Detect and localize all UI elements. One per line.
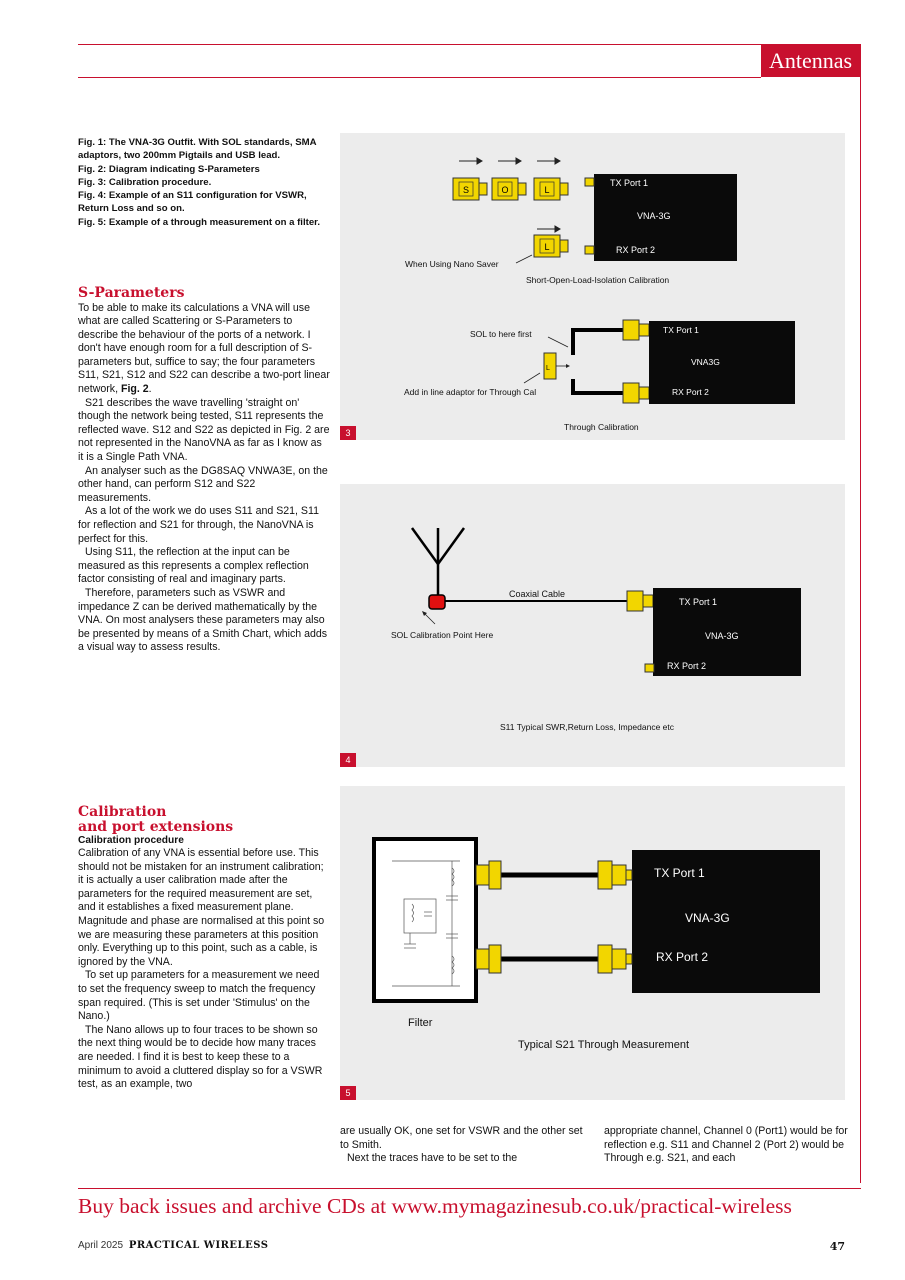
calibration-heading-2: and port extensions xyxy=(78,818,234,835)
rx-port-label: RX Port 2 xyxy=(656,950,708,964)
calibration-heading-1: Calibration xyxy=(78,804,167,820)
page-number: 47 xyxy=(829,1240,845,1253)
back-issues-banner[interactable]: Buy back issues and archive CDs at www.m… xyxy=(78,1194,792,1218)
tx-cable-connector xyxy=(622,319,640,341)
caption-fig5: Fig. 5: Example of a through measurement… xyxy=(78,216,321,228)
tx-port-label-2: TX Port 1 xyxy=(663,325,699,335)
fig2-reference: Fig. 2 xyxy=(120,383,149,396)
sparams-paragraph-6: Therefore, parameters such as VSWR and i… xyxy=(78,586,328,654)
sol-here-label: SOL to here first xyxy=(470,329,532,339)
conn-s-label: S xyxy=(463,185,469,195)
caption-fig1: Fig. 1: The VNA-3G Outfit. With SOL stan… xyxy=(78,137,317,162)
figure-captions: Fig. 1: The VNA-3G Outfit. With SOL stan… xyxy=(78,136,330,229)
sol-connector-o: O xyxy=(491,177,527,201)
calibration-paragraph-3: The Nano allows up to four traces to be … xyxy=(78,1023,323,1091)
figure-5-number: 5 xyxy=(340,1086,356,1100)
figure-5-panel: TX Port 1 VNA-3G RX Port 2 Filter Typica… xyxy=(340,786,845,1100)
sol-point-label: SOL Calibration Point Here xyxy=(391,630,493,640)
nano-saver-label: When Using Nano Saver xyxy=(405,259,499,269)
rx-port-stub xyxy=(644,663,655,673)
tx-port-label: TX Port 1 xyxy=(610,178,648,188)
sol-connector-s: S xyxy=(452,177,488,201)
rx-port-2 xyxy=(584,245,595,255)
figure-5-diagram: TX Port 1 VNA-3G RX Port 2 Filter Typica… xyxy=(372,837,820,1051)
caption-fig3: Fig. 3: Calibration procedure. xyxy=(78,176,212,188)
bottom-col2-paragraph-2: Next the traces have to be set to the xyxy=(347,1152,518,1164)
sparams-paragraph-2: S21 describes the wave travelling 'strai… xyxy=(78,396,330,464)
page-border-right xyxy=(860,44,861,1183)
rx-connector xyxy=(597,944,613,974)
header-underline xyxy=(78,77,761,78)
vna-label: VNA-3G xyxy=(637,211,671,221)
bottom-column-3: appropriate channel, Channel 0 (Port1) w… xyxy=(604,1125,852,1166)
rx-port-label-2: RX Port 2 xyxy=(672,387,709,397)
fig3-title-2: Through Calibration xyxy=(564,422,639,432)
tx-port-label: TX Port 1 xyxy=(679,597,717,607)
sparams-paragraph-5: Using S11, the reflection at the input c… xyxy=(78,546,309,586)
fig5-title: Typical S21 Through Measurement xyxy=(518,1039,689,1051)
sparams-p1-end: . xyxy=(148,383,152,396)
caption-fig2: Fig. 2: Diagram indicating S-Parameters xyxy=(78,163,260,175)
inline-adaptor-label: L xyxy=(546,365,550,372)
calibration-paragraph-2: To set up parameters for a measurement w… xyxy=(78,969,320,1023)
bottom-column-2: are usually OK, one set for VSWR and the… xyxy=(340,1125,588,1166)
vna-label: VNA-3G xyxy=(685,911,730,925)
rx-port-label: RX Port 2 xyxy=(616,245,655,255)
conn-o-label: O xyxy=(501,185,508,195)
figure-4-diagram: Coaxial Cable TX Port 1 VNA-3G RX Port 2… xyxy=(391,527,801,732)
calibration-section: Calibration and port extensions Calibrat… xyxy=(78,805,330,1092)
bottom-col3-paragraph-1: appropriate channel, Channel 0 (Port1) w… xyxy=(604,1125,848,1164)
vna-label-2: VNA3G xyxy=(691,357,720,367)
vna-box xyxy=(653,588,801,676)
conn-l2-label: L xyxy=(544,242,549,252)
tx-port-1 xyxy=(584,177,595,187)
arrow-icons xyxy=(459,157,561,233)
vna-label: VNA-3G xyxy=(705,631,739,641)
banner-rule xyxy=(78,1188,861,1189)
coax-label: Coaxial Cable xyxy=(509,589,565,599)
sparams-section: S-Parameters To be able to make its calc… xyxy=(78,286,330,655)
conn-l-label: L xyxy=(544,185,549,195)
sparams-p1-text: To be able to make its calculations a VN… xyxy=(78,301,330,396)
figure-4-number: 4 xyxy=(340,753,356,767)
rx-cable-connector xyxy=(622,382,640,404)
filter-box xyxy=(372,837,478,1003)
figure-3-number: 3 xyxy=(340,426,356,440)
antenna-icon xyxy=(410,527,466,597)
sparams-heading: S-Parameters xyxy=(78,285,185,301)
rx-port-label: RX Port 2 xyxy=(667,661,706,671)
header-rule xyxy=(78,44,861,45)
vna-box-2 xyxy=(649,321,795,404)
tx-connector xyxy=(626,590,644,612)
filter-schematic xyxy=(392,860,460,987)
sol-calibration-point xyxy=(428,594,446,610)
vna-box xyxy=(594,174,737,261)
sparams-paragraph-1: To be able to make its calculations a VN… xyxy=(78,302,330,397)
figure-4-panel: Coaxial Cable TX Port 1 VNA-3G RX Port 2… xyxy=(340,484,845,767)
section-tag: Antennas xyxy=(761,45,860,77)
bottom-col2-paragraph-1: are usually OK, one set for VSWR and the… xyxy=(340,1125,583,1151)
inline-adaptor-note: Add in line adaptor for Through Cal xyxy=(404,387,536,397)
magazine-name: PRACTICAL WIRELESS xyxy=(128,1240,269,1251)
sol-connector-l-nano: L xyxy=(533,234,569,258)
vna-box xyxy=(632,850,820,993)
figure-3-diagram: S O L L TX Port 1 VNA-3G RX Port 2 When … xyxy=(404,157,795,432)
calibration-paragraph-1: Calibration of any VNA is essential befo… xyxy=(78,847,325,968)
filter-connector-in xyxy=(475,864,490,886)
filter-connector-out xyxy=(475,948,490,970)
sol-connector-l: L xyxy=(533,177,569,201)
sparams-paragraph-3: An analyser such as the DG8SAQ VNWA3E, o… xyxy=(78,464,328,504)
fig4-title: S11 Typical SWR,Return Loss, Impedance e… xyxy=(500,722,675,732)
tx-connector xyxy=(597,860,613,890)
filter-label: Filter xyxy=(408,1017,433,1029)
issue-date: April 2025 xyxy=(78,1240,124,1251)
calibration-subheading: Calibration procedure xyxy=(78,835,184,846)
fig3-title-1: Short-Open-Load-Isolation Calibration xyxy=(526,275,669,285)
caption-fig4: Fig. 4: Example of an S11 configuration … xyxy=(78,190,307,215)
figure-3-panel: S O L L TX Port 1 VNA-3G RX Port 2 When … xyxy=(340,133,845,440)
sparams-paragraph-4: As a lot of the work we do uses S11 and … xyxy=(78,505,319,545)
footer-left: April 2025 PRACTICAL WIRELESS xyxy=(78,1240,268,1251)
tx-port-label: TX Port 1 xyxy=(654,866,705,880)
